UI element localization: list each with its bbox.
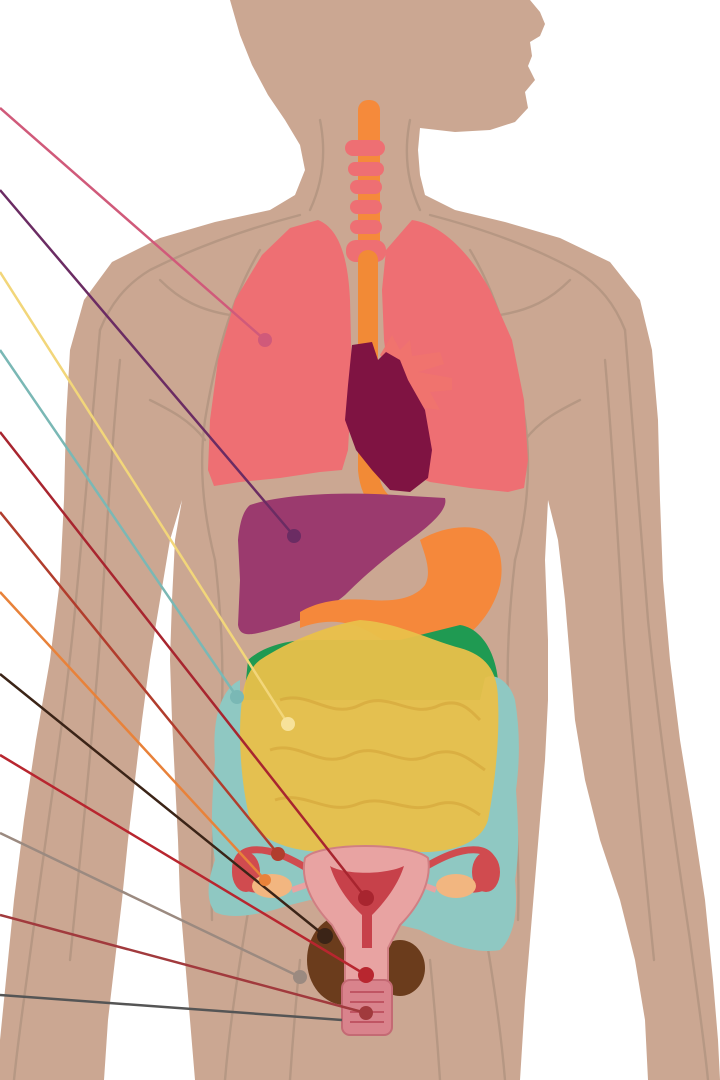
- fimbriae-right: [472, 852, 500, 892]
- pointer-dot-fallopian-tube: [271, 847, 285, 861]
- trachea-ring-1: [345, 140, 385, 156]
- pointer-dot-cervix: [358, 967, 374, 983]
- pointer-dot-rectum: [317, 928, 333, 944]
- trachea-ring-3: [350, 180, 382, 194]
- pointer-dot-small-intestine: [281, 717, 295, 731]
- trachea-ring-2: [348, 162, 384, 176]
- pointer-dot-bladder: [293, 970, 307, 984]
- small-intestine: [240, 620, 498, 852]
- pointer-dot-liver: [287, 529, 301, 543]
- ovary-right: [436, 874, 476, 898]
- pointer-dot-uterus-body: [358, 890, 374, 906]
- pointer-dot-vaginal-canal: [359, 1006, 373, 1020]
- trachea-ring-4: [350, 200, 382, 214]
- trachea-ring-5: [350, 220, 382, 234]
- pointer-dot-lungs: [258, 333, 272, 347]
- pointer-dot-ovary: [259, 874, 271, 886]
- pointer-dot-large-intestine: [230, 690, 244, 704]
